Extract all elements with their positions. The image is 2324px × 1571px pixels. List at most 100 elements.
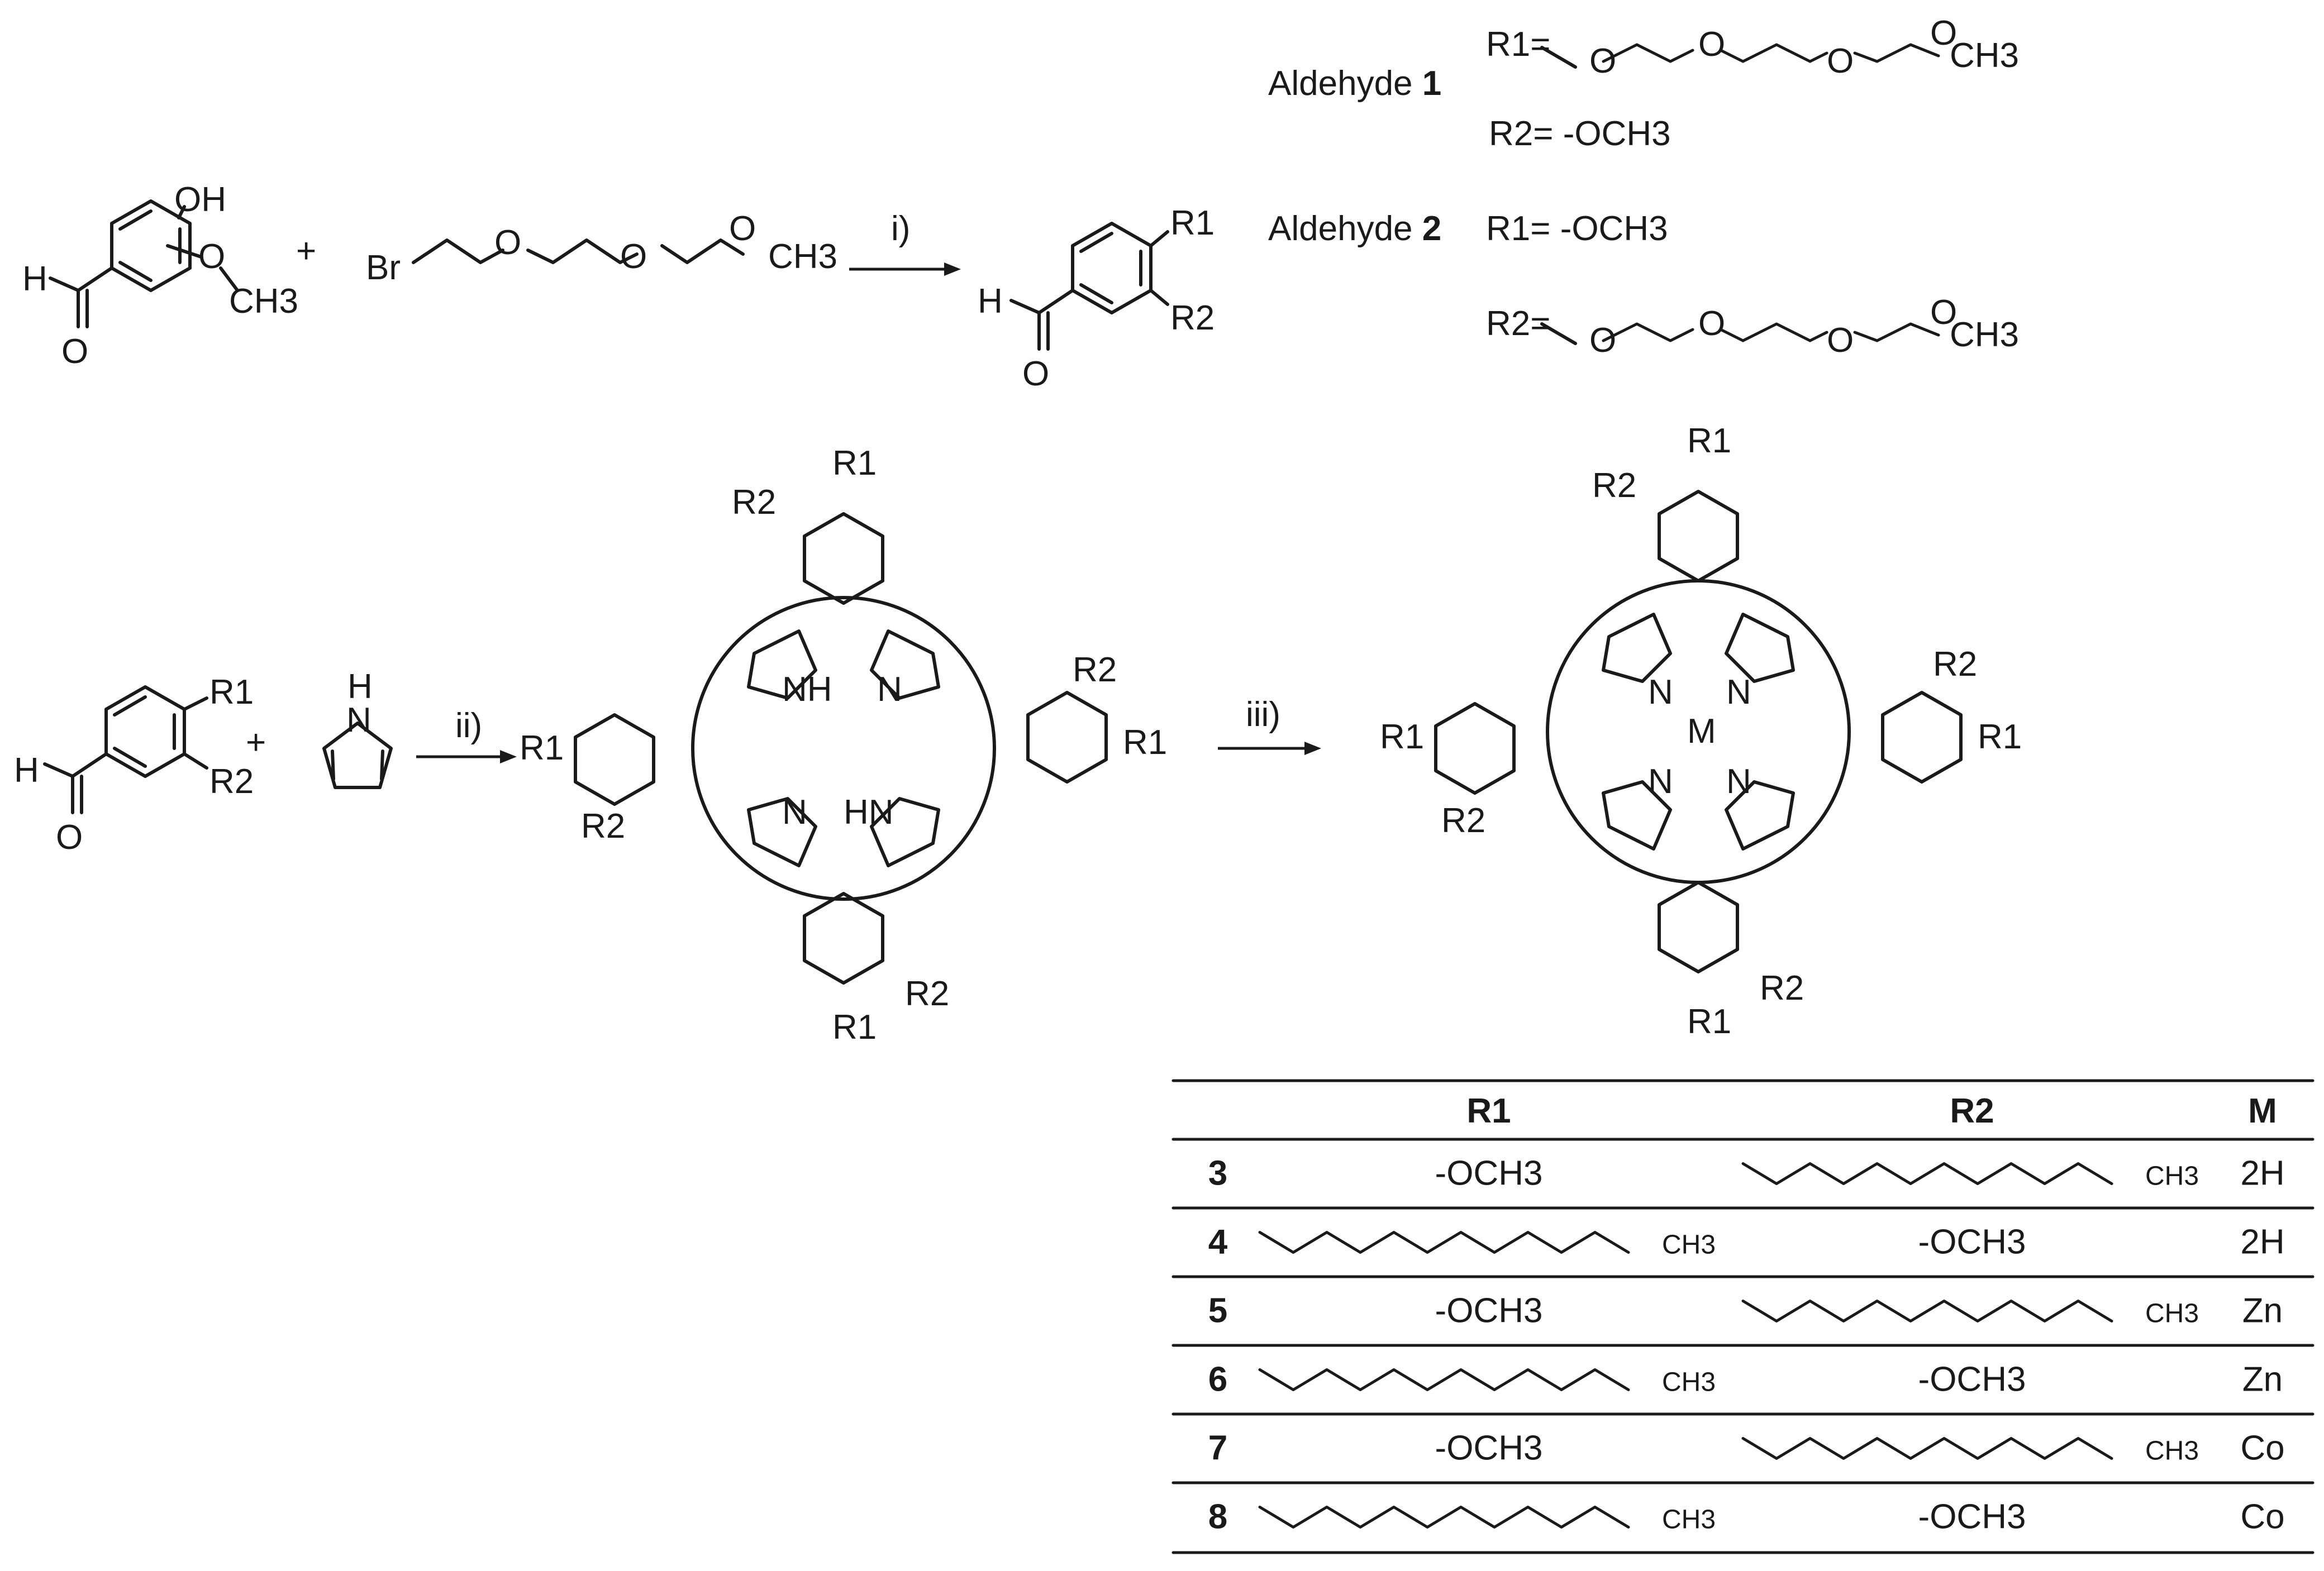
pyrrole-h-label: H bbox=[347, 667, 373, 706]
aldehyde-1-definition: Aldehyde 1 R1= O O O O CH3 R2= -OCH3 bbox=[1268, 14, 2019, 153]
table-row-3-r2-chain-ch3: CH3 bbox=[2145, 1162, 2199, 1191]
bromide-ch3-label: CH3 bbox=[768, 237, 837, 276]
table-row-4-r1-chain-bonds bbox=[1258, 1231, 1630, 1254]
aldehyde-2-r1: R1= -OCH3 bbox=[1486, 209, 1668, 248]
porphyrin-n-bottom-label: N bbox=[782, 793, 807, 832]
metal-r2-top: R2 bbox=[1592, 466, 1636, 505]
pyrrole-n-label: N bbox=[346, 701, 372, 739]
table-row-4-m: 2H bbox=[2240, 1223, 2284, 1262]
table-row-4-r1-chain-ch3: CH3 bbox=[1662, 1230, 1716, 1260]
metal-n2: N bbox=[1726, 673, 1751, 712]
reaction-arrow-iii: iii) bbox=[1218, 695, 1321, 755]
reagent-o-label: O bbox=[198, 237, 225, 276]
table-row-3-r1: -OCH3 bbox=[1435, 1154, 1543, 1193]
table-row-6-m: Zn bbox=[2242, 1360, 2283, 1399]
bromide-o2-label: O bbox=[620, 237, 647, 276]
product-r1-label: R1 bbox=[1170, 204, 1215, 242]
table-row-7-r1: -OCH3 bbox=[1435, 1429, 1543, 1468]
porphyrin-r2-left: R2 bbox=[581, 807, 625, 846]
table-row-5-r2-chain-ch3: CH3 bbox=[2145, 1299, 2199, 1329]
table-row-3-r2-chain-bonds bbox=[1741, 1162, 2113, 1185]
aldehyde-1-r1: R1= bbox=[1486, 25, 1550, 64]
table-row-6-r1-chain-ch3: CH3 bbox=[1662, 1368, 1716, 1397]
product-o-label: O bbox=[1022, 355, 1049, 393]
reagent-carbonyl-o-label: O bbox=[61, 332, 88, 371]
table-row-5-id: 5 bbox=[1208, 1292, 1227, 1330]
metal-r1-bottom: R1 bbox=[1687, 1002, 1731, 1041]
table-row-3-id: 3 bbox=[1208, 1154, 1227, 1193]
table-row-8-m: Co bbox=[2240, 1498, 2284, 1536]
porphyrin-r1-right: R1 bbox=[1123, 723, 1167, 762]
starting-hydroxy-aldehyde: OH O CH3 H O bbox=[22, 180, 298, 371]
aldehyde-2-name: Aldehyde 2 bbox=[1268, 209, 1441, 248]
table-header-m: M bbox=[2248, 1092, 2277, 1130]
pyrrole: H N bbox=[322, 667, 393, 789]
porphyrin-n-top-label: N bbox=[877, 670, 902, 709]
plus-sign-1: + bbox=[296, 232, 316, 270]
metal-n4: N bbox=[1726, 762, 1751, 801]
arrow-i-label: i) bbox=[891, 209, 910, 248]
aldehyde-reagent-2: R1 R2 H O bbox=[14, 673, 254, 857]
metal-r2-left: R2 bbox=[1441, 801, 1485, 840]
table-row-8-id: 8 bbox=[1208, 1498, 1227, 1536]
table-row-4-id: 4 bbox=[1208, 1223, 1228, 1262]
reagent-ch3-label: CH3 bbox=[229, 282, 298, 321]
table-row-8-r1-chain-ch3: CH3 bbox=[1662, 1505, 1716, 1535]
table-row-7-id: 7 bbox=[1208, 1429, 1227, 1468]
aldehyde-1-o1: O bbox=[1589, 42, 1616, 80]
table-row-5-r1: -OCH3 bbox=[1435, 1292, 1543, 1330]
table-row-3-m: 2H bbox=[2240, 1154, 2284, 1193]
reagent-h-label: H bbox=[22, 260, 47, 298]
aldehyde-2-definition: Aldehyde 2 R1= -OCH3 R2= O O O O CH3 bbox=[1268, 209, 2019, 360]
reaction-arrow-ii: ii) bbox=[416, 706, 517, 763]
aldehyde-1-r2: R2= -OCH3 bbox=[1489, 114, 1671, 153]
aldehyde-1-o2: O bbox=[1698, 25, 1725, 64]
aldehyde-1-name: Aldehyde 1 bbox=[1268, 64, 1441, 103]
aldehyde-2-o3: O bbox=[1827, 321, 1854, 360]
table-row-8-r2: -OCH3 bbox=[1918, 1498, 2026, 1536]
bromide-o3-label: O bbox=[729, 209, 756, 248]
porphyrin-nh-label: NH bbox=[782, 670, 832, 709]
product-h-label: H bbox=[978, 282, 1003, 321]
reagent-oh-label: OH bbox=[174, 180, 226, 219]
aldehyde-1-ch3: CH3 bbox=[1950, 36, 2019, 75]
table-row-8-r1-chain-bonds bbox=[1258, 1506, 1630, 1529]
arrow-iii-label: iii) bbox=[1246, 695, 1280, 734]
reaction-arrow-i: i) bbox=[849, 209, 961, 276]
table-row-6-r2: -OCH3 bbox=[1918, 1360, 2026, 1399]
free-base-porphyrin: NH N N HN R1 R2 R1 R2 R1 R2 R1 R2 bbox=[520, 444, 1167, 1047]
aldehyde-2-o2: O bbox=[1698, 304, 1725, 343]
bromide-o1-label: O bbox=[494, 223, 521, 262]
metal-r1-left: R1 bbox=[1380, 718, 1424, 756]
aldehyde2-r1-label: R1 bbox=[209, 673, 254, 712]
porphyrin-r1-bottom: R1 bbox=[832, 1008, 877, 1047]
aldehyde-2-r2: R2= bbox=[1486, 304, 1550, 343]
table-row-7-m: Co bbox=[2240, 1429, 2284, 1468]
porphyrin-hn-label: HN bbox=[844, 793, 894, 832]
arrow-ii-label: ii) bbox=[455, 706, 482, 745]
table-row-5-r2-chain-bonds bbox=[1741, 1300, 2113, 1322]
porphyrin-r2-top: R2 bbox=[732, 483, 776, 522]
table-row-6-r1-chain-bonds bbox=[1258, 1368, 1630, 1391]
aldehyde-2-o1: O bbox=[1589, 321, 1616, 360]
metal-r2-right: R2 bbox=[1933, 645, 1977, 684]
table-row-7-r2-chain-bonds bbox=[1741, 1437, 2113, 1460]
metal-m-label: M bbox=[1687, 712, 1716, 751]
bromide-br-label: Br bbox=[366, 249, 401, 287]
metal-r2-bottom: R2 bbox=[1760, 969, 1804, 1007]
table-row-4-r2: -OCH3 bbox=[1918, 1223, 2026, 1262]
aldehyde-1-o3: O bbox=[1827, 42, 1854, 80]
aldehyde-1-o4: O bbox=[1930, 14, 1957, 52]
metalloporphyrin: M N N N N R1 R2 R1 R2 R1 R2 R1 R2 bbox=[1380, 422, 2022, 1041]
table-header-r2: R2 bbox=[1950, 1092, 1994, 1130]
metal-r1-top: R1 bbox=[1687, 422, 1731, 460]
aldehyde2-r2-label: R2 bbox=[209, 762, 254, 801]
porphyrin-r2-bottom: R2 bbox=[905, 975, 949, 1013]
table-row-7-r2-chain-ch3: CH3 bbox=[2145, 1436, 2199, 1466]
table-row-6-id: 6 bbox=[1208, 1360, 1227, 1399]
aldehyde2-o-label: O bbox=[56, 818, 83, 857]
aldehyde-2-ch3: CH3 bbox=[1950, 316, 2019, 354]
metal-n1: N bbox=[1648, 673, 1673, 712]
table-header-r1: R1 bbox=[1466, 1092, 1511, 1130]
